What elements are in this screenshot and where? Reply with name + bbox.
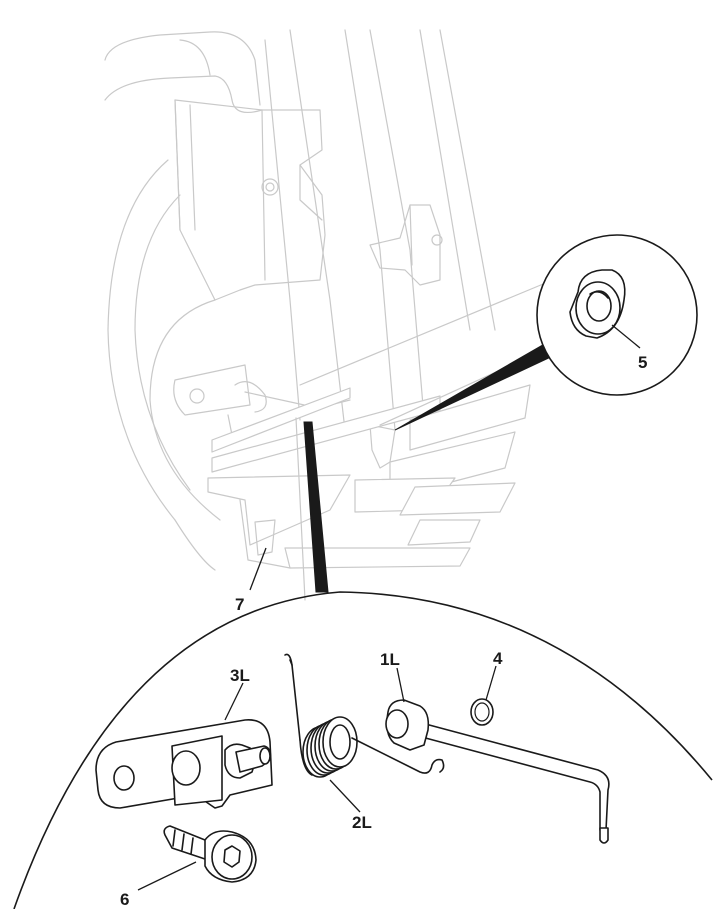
callout-part-4: 4 xyxy=(493,649,503,668)
callout-part-1L: 1L xyxy=(380,650,400,669)
hinge-plate-part-3L xyxy=(95,719,273,809)
retaining-ring-part-4 xyxy=(470,698,494,726)
leader-part-3L xyxy=(224,682,244,721)
screw-part-6 xyxy=(163,825,257,883)
detail-magnifier-part-5 xyxy=(299,234,698,431)
rod-part-1L xyxy=(385,699,610,844)
callout-part-7: 7 xyxy=(235,595,244,614)
leader-part-4 xyxy=(485,665,497,701)
detail-pointer-lower xyxy=(303,421,329,593)
leader-part-2L xyxy=(329,779,361,813)
washer-part-5 xyxy=(569,269,626,339)
leader-part-6 xyxy=(137,861,197,891)
callout-part-6: 6 xyxy=(120,890,129,909)
callout-part-2L: 2L xyxy=(352,813,372,832)
vehicle-body-background xyxy=(104,29,531,571)
leader-part-1L xyxy=(396,667,405,703)
detail-magnifier-lower xyxy=(13,591,713,909)
callout-part-3L: 3L xyxy=(230,666,250,685)
torsion-spring-part-2L xyxy=(284,653,445,778)
callout-part-5: 5 xyxy=(638,353,647,372)
detail-pointer-lower-outline xyxy=(295,417,306,601)
leader-part-7 xyxy=(249,547,267,591)
